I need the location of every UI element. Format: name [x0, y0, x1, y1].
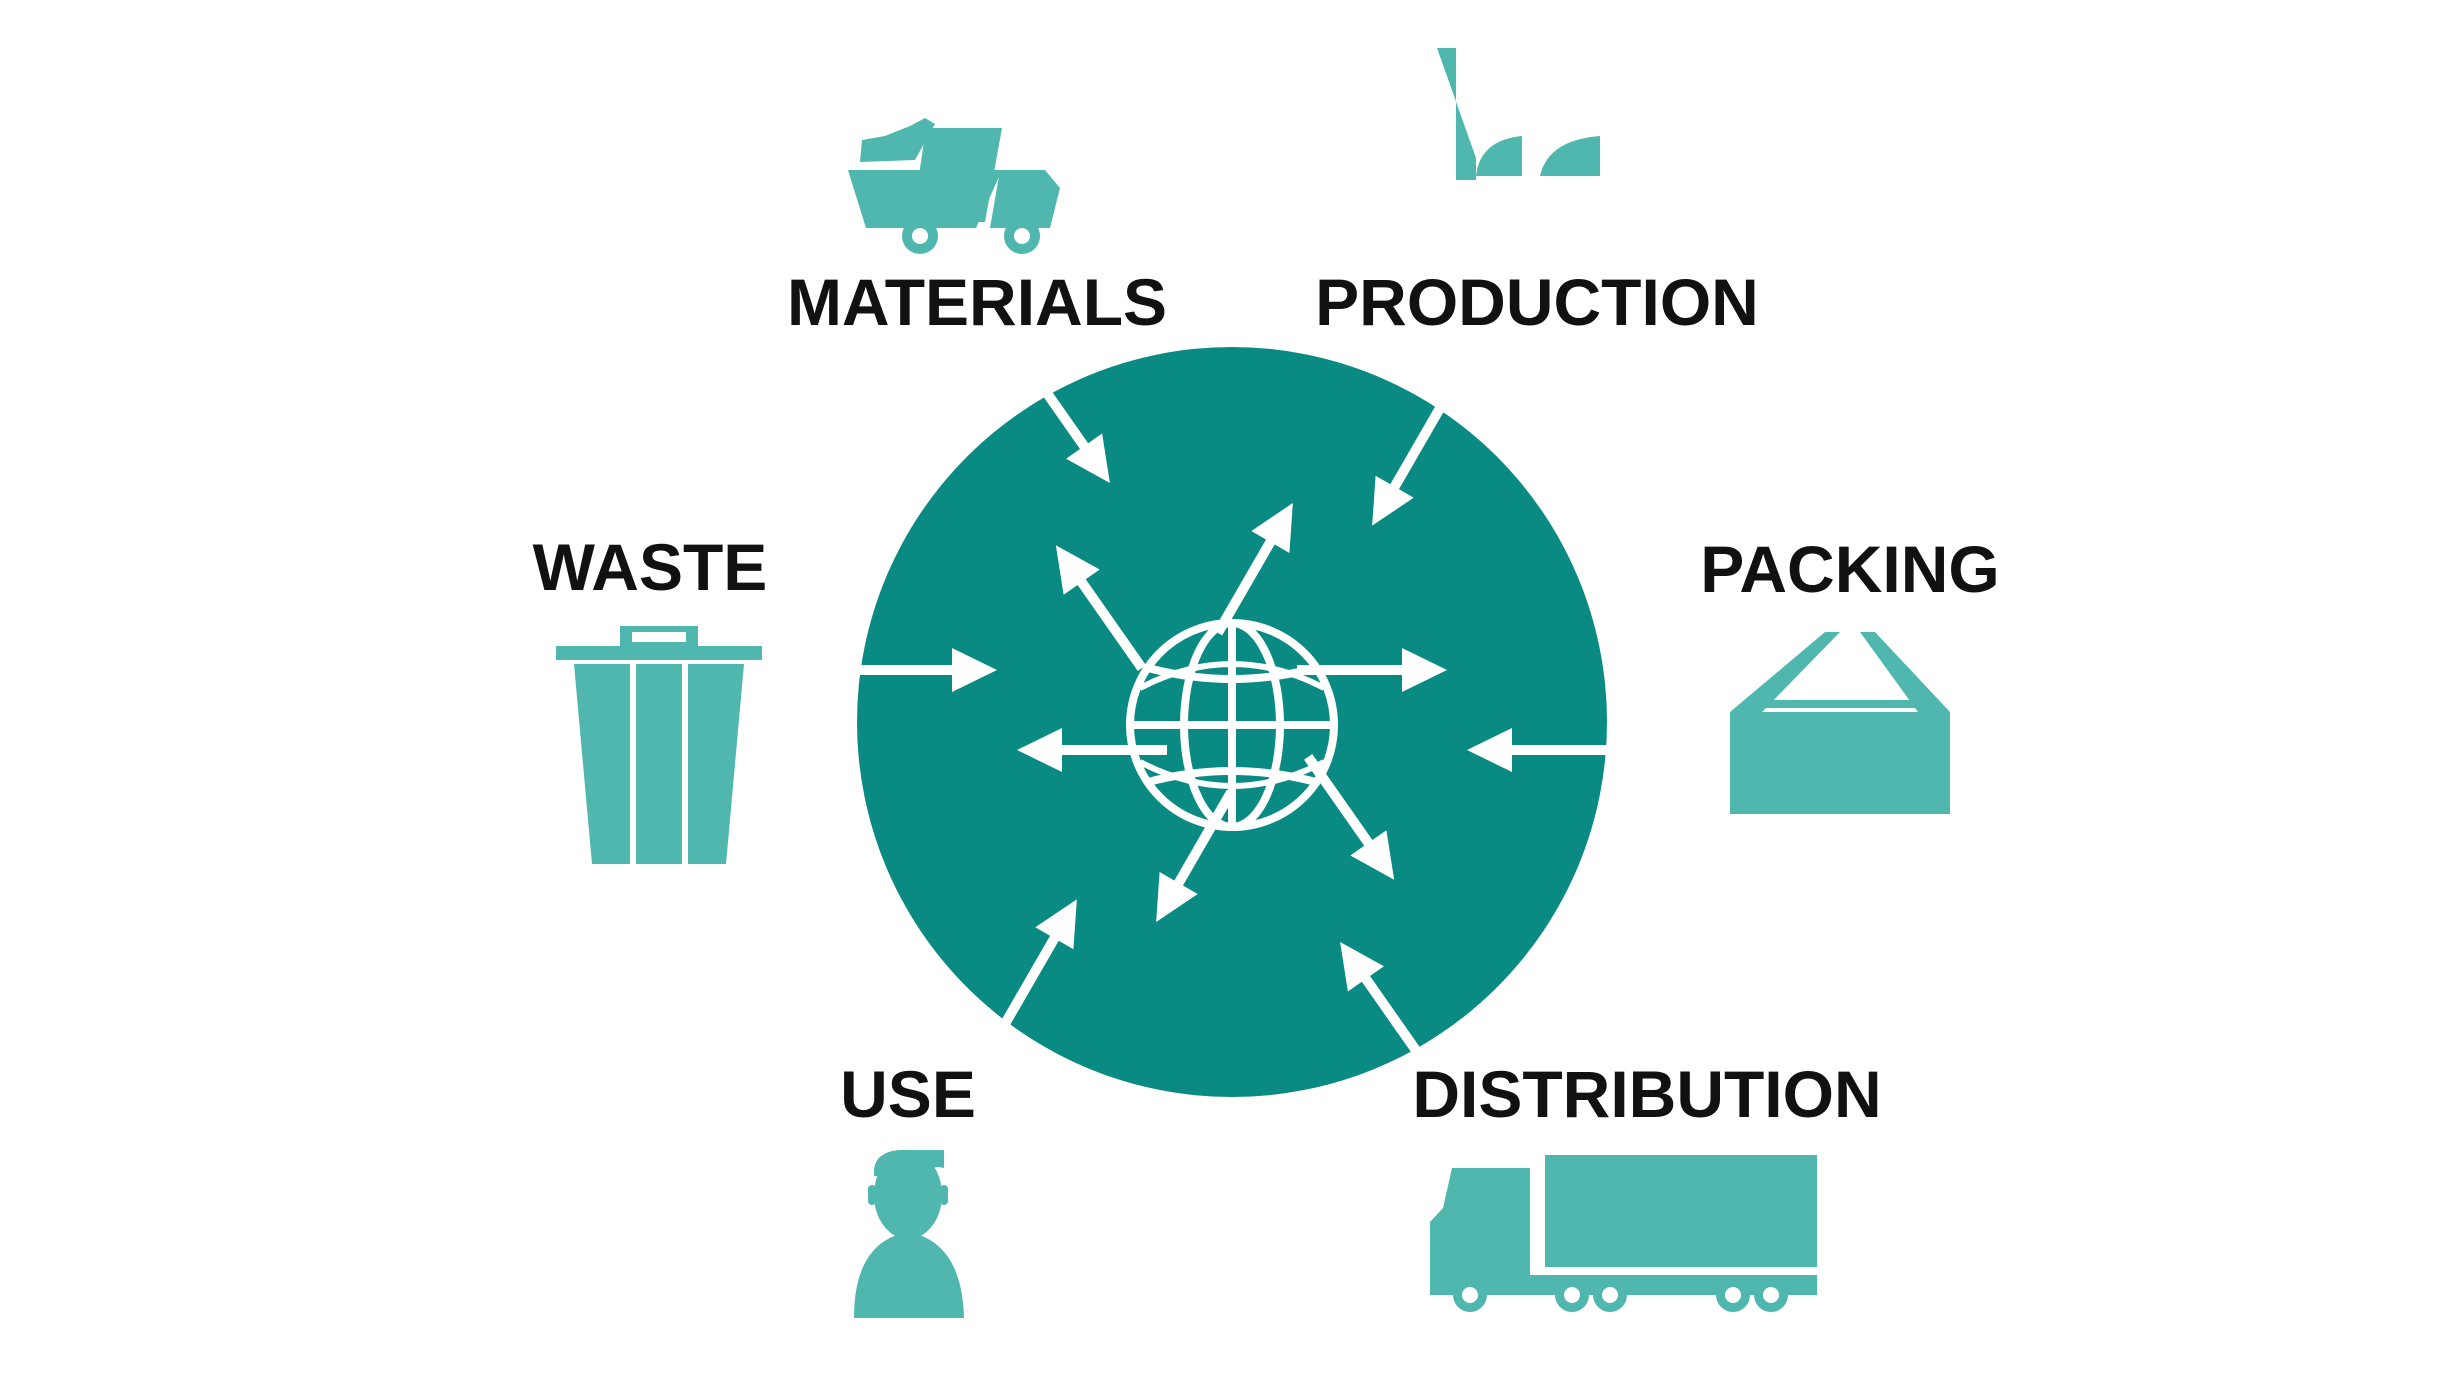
person-icon: [854, 1150, 964, 1318]
use-label: USE: [840, 1057, 976, 1131]
globe-icon: [1126, 619, 1338, 831]
packing-label: PACKING: [1700, 532, 1999, 606]
trash-bin-icon: [556, 626, 762, 864]
distribution-label: DISTRIBUTION: [1412, 1057, 1881, 1131]
waste-label: WASTE: [533, 530, 768, 604]
open-box-icon: [1730, 632, 1950, 814]
dump-truck-icon: [848, 118, 1060, 254]
materials-label: MATERIALS: [787, 265, 1167, 339]
production-label: PRODUCTION: [1315, 265, 1759, 339]
lorry-icon: [1430, 1155, 1817, 1312]
factory-icon: [1437, 48, 1600, 180]
